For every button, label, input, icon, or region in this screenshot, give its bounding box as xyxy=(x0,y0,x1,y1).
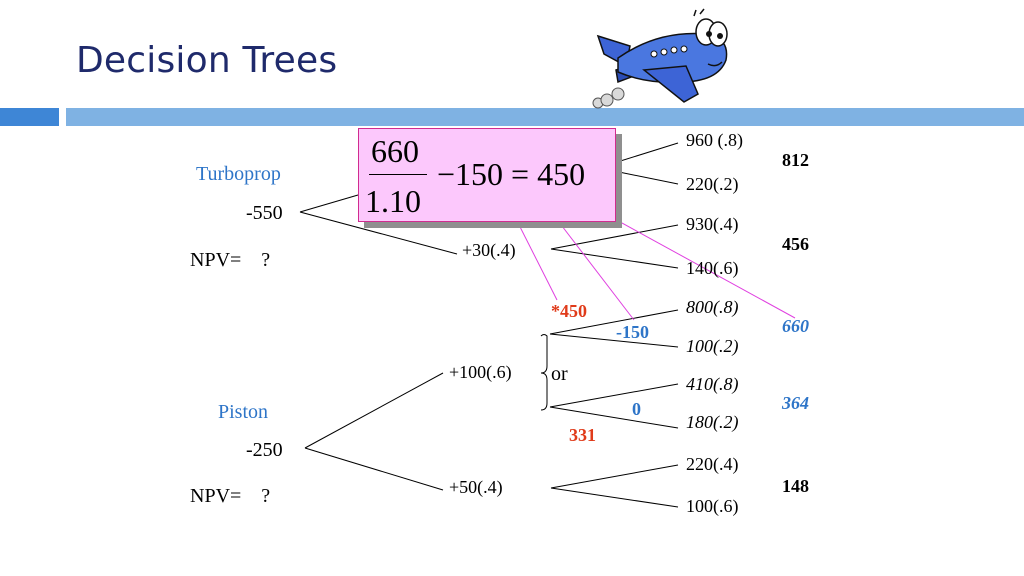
outcome-label: 930(.4) xyxy=(686,214,739,234)
slide-title: Decision Trees xyxy=(76,40,338,81)
turboprop-label: Turboprop xyxy=(196,163,281,185)
outcome-label: 100(.2) xyxy=(686,336,739,356)
piston-branch-low: +50(.4) xyxy=(449,477,503,497)
outcome-label: 960 (.8) xyxy=(686,130,743,150)
cartoon-airplane-icon xyxy=(592,8,728,109)
expected-value: 660 xyxy=(782,316,809,336)
equation-result: −150 = 450 xyxy=(437,156,586,192)
annotation-zero: 0 xyxy=(632,399,641,419)
outcome-label: 800(.8) xyxy=(686,297,739,317)
piston-npv: NPV= ? xyxy=(190,485,271,507)
equation-numerator: 660 xyxy=(371,133,419,169)
outcome-label: 410(.8) xyxy=(686,374,739,394)
turboprop-npv: NPV= ? xyxy=(190,249,271,271)
or-label: or xyxy=(551,363,568,385)
header-bar-accent xyxy=(0,108,59,126)
turboprop-branch: +30(.4) xyxy=(462,240,516,260)
expected-value: 812 xyxy=(782,150,809,170)
expected-value: 148 xyxy=(782,476,809,496)
npv-equation-box: 660 1.10 −150 = 450 xyxy=(358,128,616,222)
header-bar xyxy=(66,108,1024,126)
piston-cost: -250 xyxy=(246,439,283,461)
equation-denominator: 1.10 xyxy=(365,183,421,219)
annotation-star-450: *450 xyxy=(551,301,587,321)
outcome-label: 220(.2) xyxy=(686,174,739,194)
outcome-label: 140(.6) xyxy=(686,258,739,278)
annotation-331: 331 xyxy=(569,425,596,445)
outcome-label: 100(.6) xyxy=(686,496,739,516)
annotation-minus-150: -150 xyxy=(616,322,649,342)
fraction-bar xyxy=(369,174,427,175)
turboprop-cost: -550 xyxy=(246,202,283,224)
piston-branch-high: +100(.6) xyxy=(449,362,512,382)
piston-label: Piston xyxy=(218,401,269,423)
outcome-label: 220(.4) xyxy=(686,454,739,474)
expected-value: 456 xyxy=(782,234,809,254)
outcome-label: 180(.2) xyxy=(686,412,739,432)
expected-value: 364 xyxy=(782,393,809,413)
